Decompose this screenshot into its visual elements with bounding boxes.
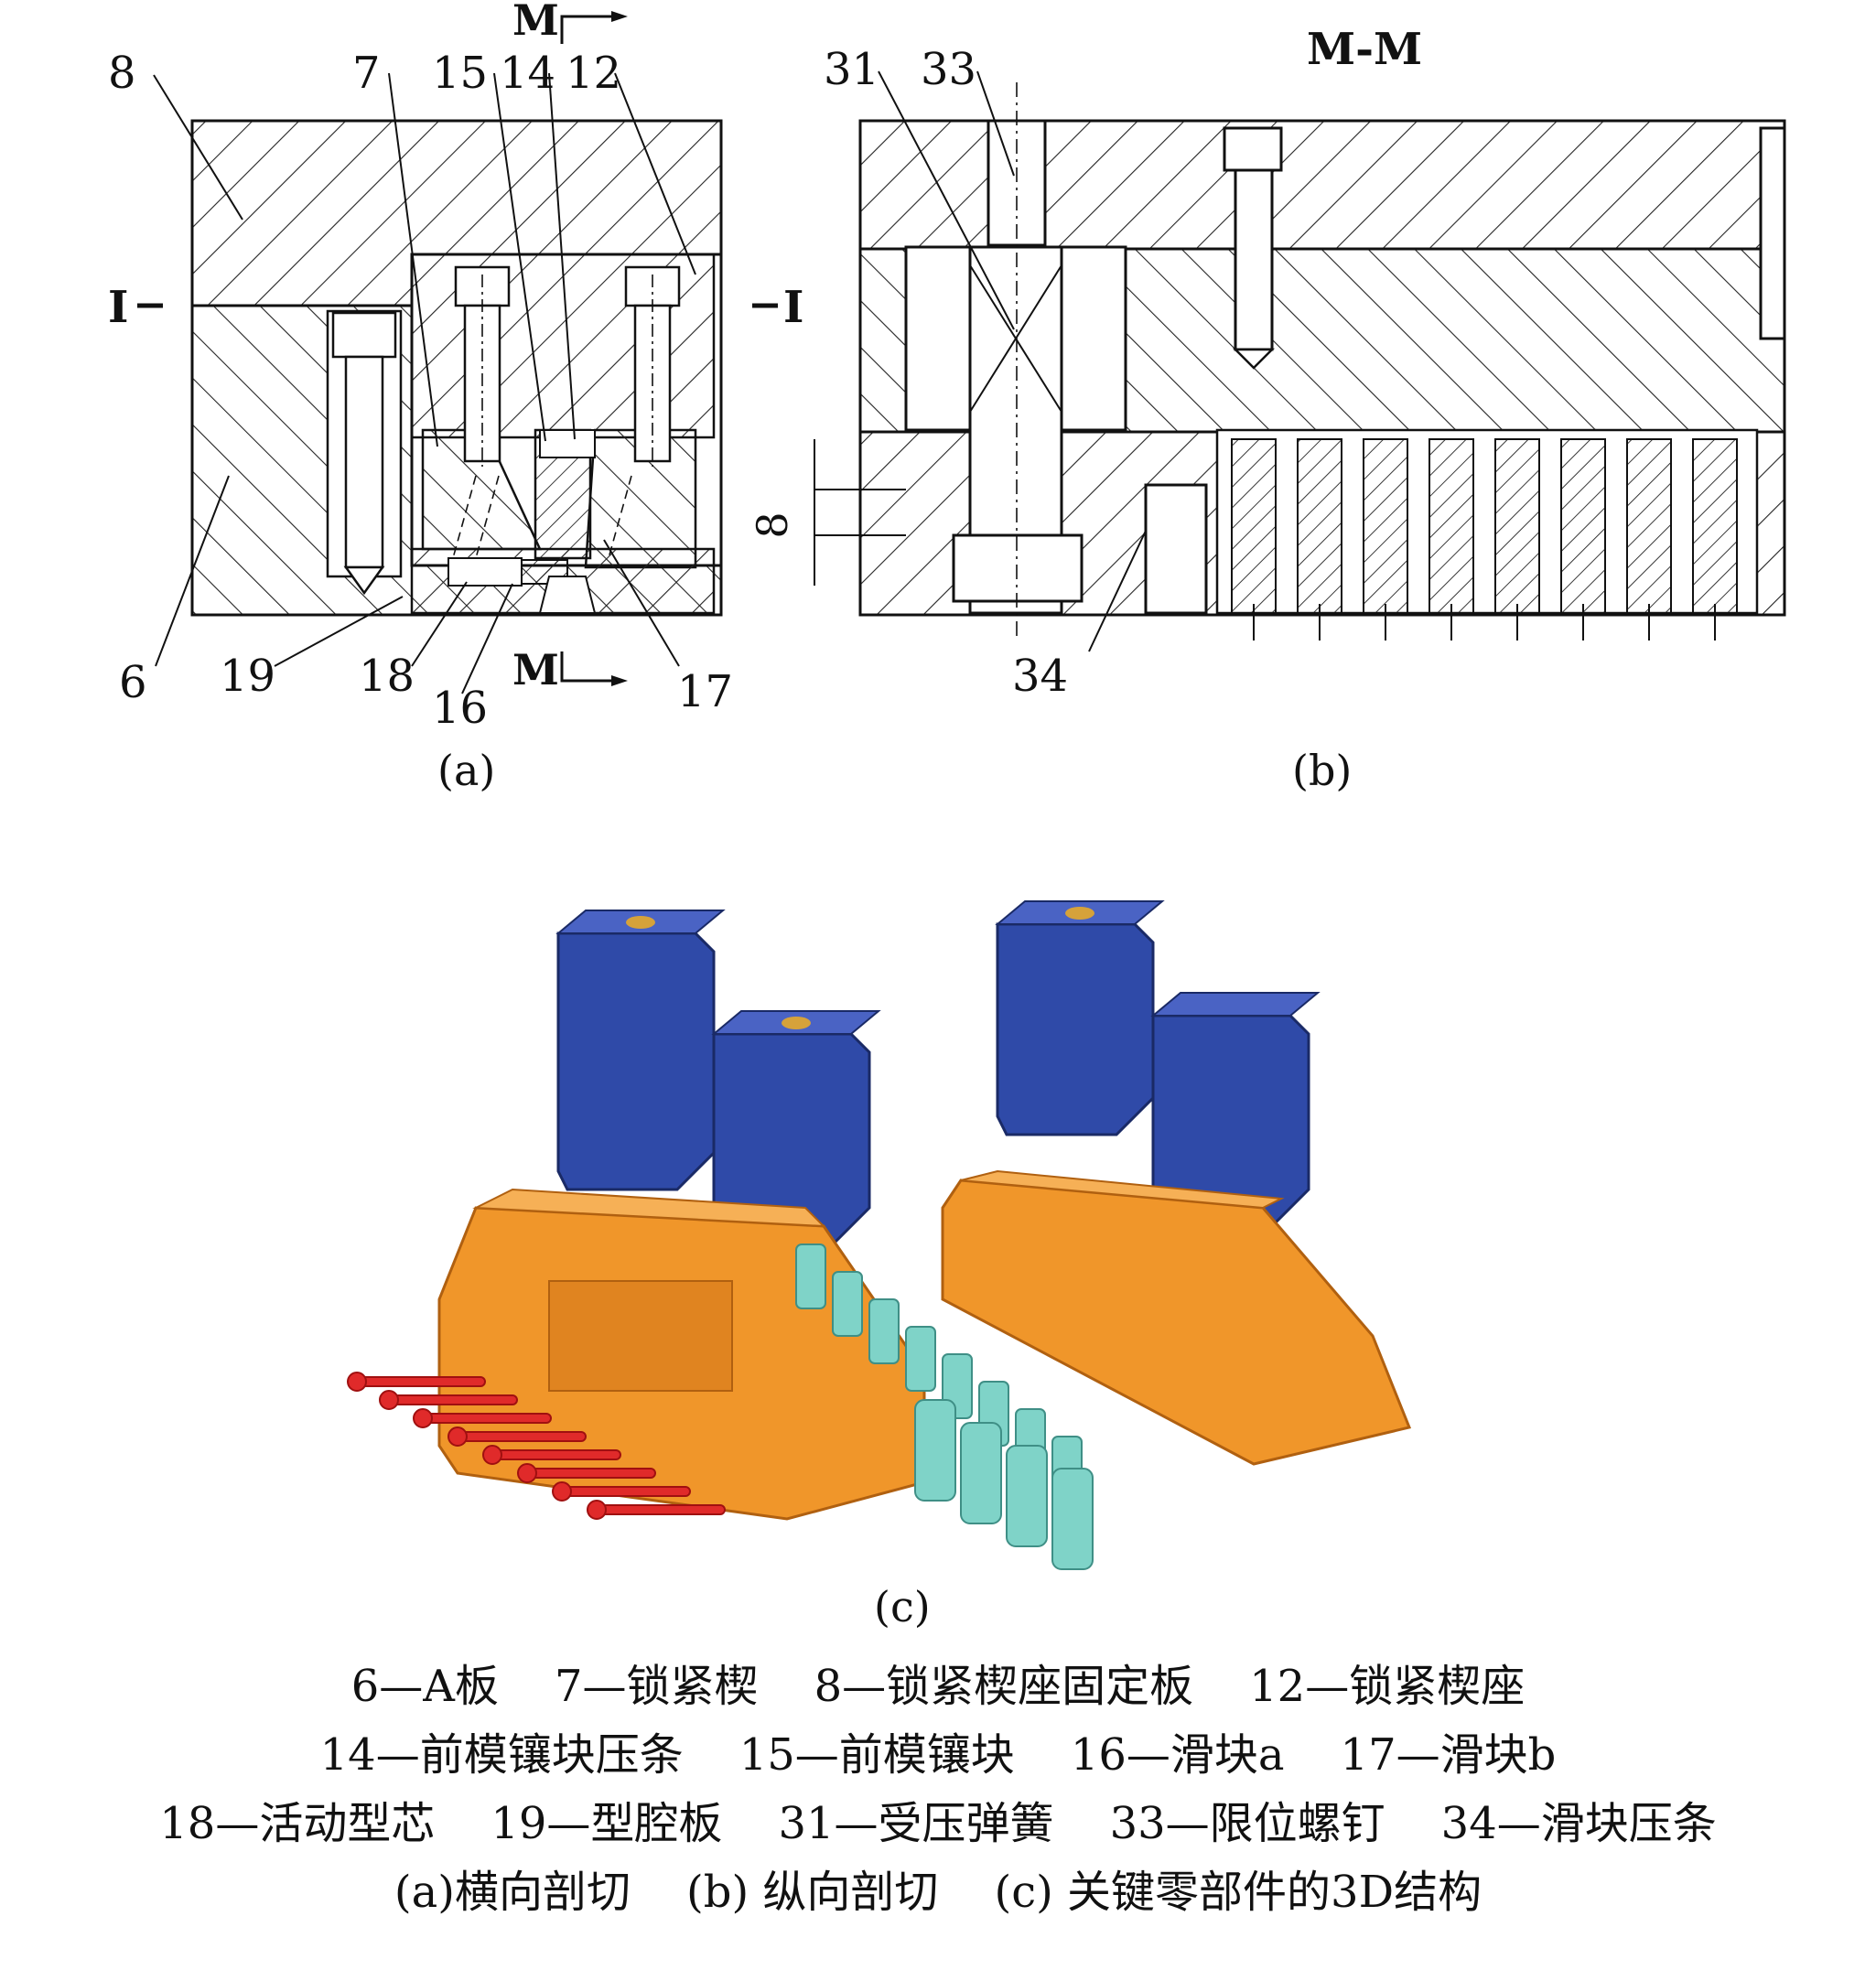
caption-b: (b) bbox=[1292, 746, 1352, 795]
movable-core-cyan-group bbox=[795, 1243, 1094, 1570]
callout-34: 34 bbox=[1012, 651, 1068, 702]
section-arrow-top-head bbox=[611, 11, 628, 22]
callout-31: 31 bbox=[824, 44, 879, 95]
movable-core-18 bbox=[447, 557, 523, 587]
parting-mark-left: I bbox=[108, 282, 128, 333]
spring-base bbox=[952, 533, 1084, 603]
callout-17: 17 bbox=[677, 666, 733, 717]
lock-wedge-blue-2 bbox=[711, 1010, 881, 1246]
callout-16: 16 bbox=[432, 683, 488, 734]
bolt-b1-shank bbox=[1234, 168, 1274, 351]
core-tip bbox=[538, 576, 597, 614]
legend-line-3: 18—活动型芯 19—型腔板 31—受压弹簧 33—限位螺钉 34—滑块压条 bbox=[159, 1798, 1717, 1849]
screws-red-group bbox=[347, 1372, 726, 1520]
callout-8: 8 bbox=[108, 48, 136, 99]
section-title: M-M bbox=[1307, 24, 1422, 75]
section-arrow-bottom-head bbox=[611, 675, 628, 686]
callout-19: 19 bbox=[220, 651, 275, 702]
insert-pressing-strip-14 bbox=[539, 429, 596, 458]
section-arrow-bottom-line bbox=[560, 651, 611, 683]
slider-orange-left bbox=[437, 1188, 926, 1521]
bolt-b2 bbox=[1759, 126, 1786, 340]
core-pins bbox=[1253, 604, 1716, 641]
bolt-left-shank bbox=[344, 355, 384, 569]
spring-31-cross-2 bbox=[969, 264, 1062, 413]
callout-6: 6 bbox=[119, 657, 147, 708]
bolt-left-tip bbox=[343, 565, 385, 596]
callout-18: 18 bbox=[359, 651, 415, 702]
callout-14: 14 bbox=[500, 48, 555, 99]
lock-wedge-blue-1 bbox=[555, 910, 726, 1191]
parting-mark-right: I bbox=[783, 282, 803, 333]
section-arrow-top-line bbox=[560, 15, 611, 44]
panel-b-longitudinal-section: M-M bbox=[748, 24, 1786, 795]
dimension-8 bbox=[814, 439, 906, 586]
section-mark-top: M bbox=[512, 0, 559, 45]
panel-a-cross-section: I I M M 8 7 15 14 12 6 19 18 16 17 (a) bbox=[108, 0, 803, 795]
leader-lines-b bbox=[878, 70, 1147, 652]
bolt-b1-head bbox=[1223, 126, 1283, 172]
caption-c: (c) bbox=[874, 1582, 931, 1629]
section-mark-bottom: M bbox=[512, 645, 559, 694]
lock-wedge-blue-3 bbox=[995, 900, 1165, 1136]
caption-a: (a) bbox=[437, 746, 495, 795]
core-units bbox=[1231, 438, 1738, 614]
leader-lines-a bbox=[153, 72, 696, 694]
callout-33: 33 bbox=[921, 44, 976, 95]
callout-12: 12 bbox=[566, 48, 621, 99]
figure-canvas: I I M M 8 7 15 14 12 6 19 18 16 17 (a) bbox=[108, 0, 1786, 1629]
legend-line-2: 14—前模镶块压条 15—前模镶块 16—滑块a 17—滑块b bbox=[319, 1729, 1557, 1781]
bolt-b1-tip bbox=[1232, 348, 1276, 370]
slider-orange-right bbox=[941, 1169, 1412, 1466]
dimension-8-value: 8 bbox=[748, 511, 797, 538]
slider-pressing-strip-34 bbox=[1144, 483, 1208, 615]
bolt-left-head bbox=[331, 311, 397, 359]
panel-c-3d-parts: (c) bbox=[347, 900, 1412, 1629]
legend-line-4: (a)横向剖切 (b) 纵向剖切 (c) 关键零部件的3D结构 bbox=[394, 1867, 1482, 1918]
callout-15: 15 bbox=[432, 48, 488, 99]
legend-line-1: 6—A板 7—锁紧楔 8—锁紧楔座固定板 12—锁紧楔座 bbox=[350, 1661, 1526, 1712]
callout-7: 7 bbox=[352, 48, 381, 99]
